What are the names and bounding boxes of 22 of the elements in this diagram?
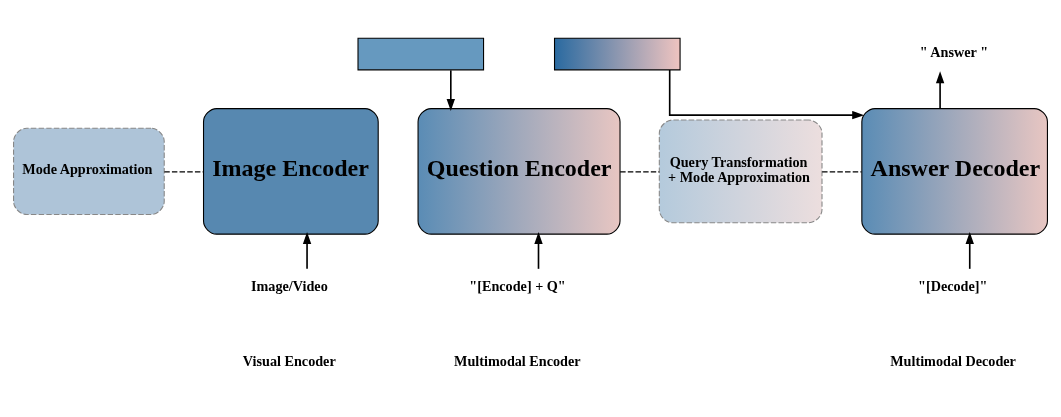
label: Multimodal Decoder bbox=[890, 352, 1016, 369]
node-box: Answer Decoder bbox=[861, 108, 1048, 235]
node-text: Image/Video bbox=[251, 278, 328, 295]
node-box: Mode Approximation bbox=[13, 127, 165, 216]
connector bbox=[821, 171, 863, 173]
node-box: Query Transformation + Mode Approximation bbox=[658, 119, 823, 224]
arrow bbox=[302, 231, 312, 270]
node-box: Question Encoder bbox=[417, 108, 621, 235]
node-text: " Answer " bbox=[919, 43, 989, 60]
arrow bbox=[965, 231, 974, 270]
node-bar bbox=[357, 37, 485, 71]
node-box: Image Encoder bbox=[202, 108, 379, 235]
label: Visual Encoder bbox=[242, 352, 336, 369]
arrow bbox=[534, 231, 543, 270]
node-text: "[Encode] + Q" bbox=[469, 278, 566, 295]
connector bbox=[619, 171, 660, 173]
arrow bbox=[446, 69, 455, 112]
node-bar bbox=[553, 37, 681, 71]
label: Multimodal Encoder bbox=[454, 352, 581, 369]
node-text: "[Decode]" bbox=[918, 278, 988, 295]
arrow bbox=[935, 71, 945, 110]
arrow bbox=[668, 69, 865, 120]
